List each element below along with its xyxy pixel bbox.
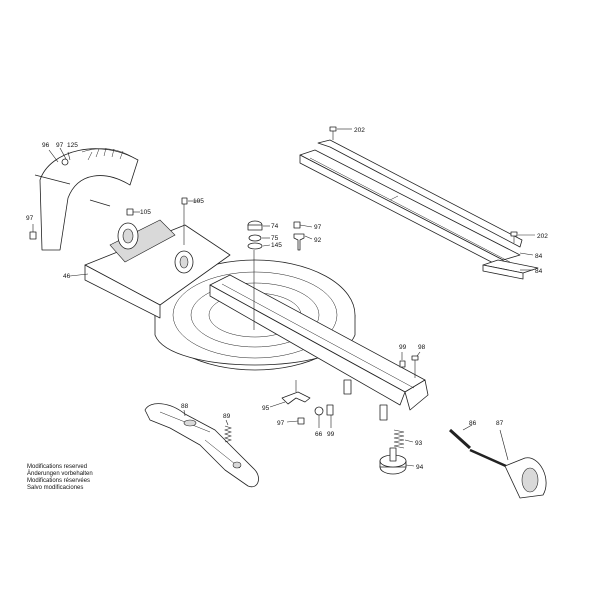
- callout-93: 93: [415, 440, 423, 447]
- washer-145: [247, 242, 263, 250]
- callout-84-lower: 84: [535, 268, 543, 275]
- note-line: Modifications reserved: [27, 464, 88, 470]
- clamp-handle-87: [469, 429, 547, 499]
- callout-97-center: 97: [314, 224, 322, 231]
- bolt-98: [411, 355, 419, 378]
- screw-202-right: [510, 231, 535, 243]
- spring-89: [224, 419, 232, 443]
- callout-97-top-left: 97: [56, 142, 64, 149]
- washer-75: [248, 234, 262, 242]
- screw-97-center: [293, 221, 313, 229]
- callout-202-right: 202: [537, 233, 548, 240]
- callout-94: 94: [416, 464, 424, 471]
- callout-145: 145: [271, 242, 282, 249]
- note-line: Änderungen vorbehalten: [27, 471, 93, 477]
- screw-105-top: [181, 197, 200, 245]
- callout-125: 125: [67, 142, 78, 149]
- bevel-scale-guard: [34, 147, 139, 251]
- callout-labels: 202 202 84 84 96 97 125 97 105 105 46 74…: [26, 127, 548, 471]
- callout-92: 92: [314, 237, 322, 244]
- screw-97-left: [29, 224, 37, 240]
- callout-98: 98: [418, 344, 426, 351]
- callout-105-left: 105: [140, 209, 151, 216]
- callout-88: 88: [181, 403, 189, 410]
- callout-96: 96: [42, 142, 50, 149]
- spring-93: [393, 429, 414, 449]
- callout-97-left: 97: [26, 215, 34, 222]
- callout-89: 89: [223, 413, 231, 420]
- callout-46: 46: [63, 273, 71, 280]
- callout-202-top: 202: [354, 127, 365, 134]
- callout-75: 75: [271, 235, 279, 242]
- screw-105-left: [126, 208, 140, 216]
- knob-74: [247, 220, 263, 231]
- nut-66: [314, 406, 324, 428]
- modification-notes: Modifications reserved Änderungen vorbeh…: [27, 464, 93, 492]
- rod-86: [448, 424, 473, 450]
- callout-84-upper: 84: [535, 253, 543, 260]
- callout-105-top: 105: [193, 198, 204, 205]
- knob-94: [379, 447, 415, 475]
- callout-87: 87: [496, 420, 504, 427]
- screw-202-top: [329, 126, 352, 140]
- bracket-95: [281, 380, 311, 405]
- screw-97-bottom: [286, 417, 305, 425]
- callout-86: 86: [469, 420, 477, 427]
- callout-97-bottom: 97: [277, 420, 285, 427]
- note-line: Modifications réservées: [27, 478, 91, 484]
- pin-92: [293, 233, 313, 251]
- note-line: Salvo modificaciones: [27, 485, 84, 491]
- callout-66: 66: [315, 431, 323, 438]
- screw-99-right: [399, 360, 406, 368]
- turntable-extension-arm: [209, 274, 429, 421]
- callout-95: 95: [262, 405, 270, 412]
- guide-rail-assembly: [299, 139, 539, 280]
- callout-99-right: 99: [399, 344, 407, 351]
- locking-lever-88: [144, 403, 259, 488]
- screw-99-bottom: [326, 404, 334, 428]
- callout-74: 74: [271, 223, 279, 230]
- callout-99-bottom: 99: [327, 431, 335, 438]
